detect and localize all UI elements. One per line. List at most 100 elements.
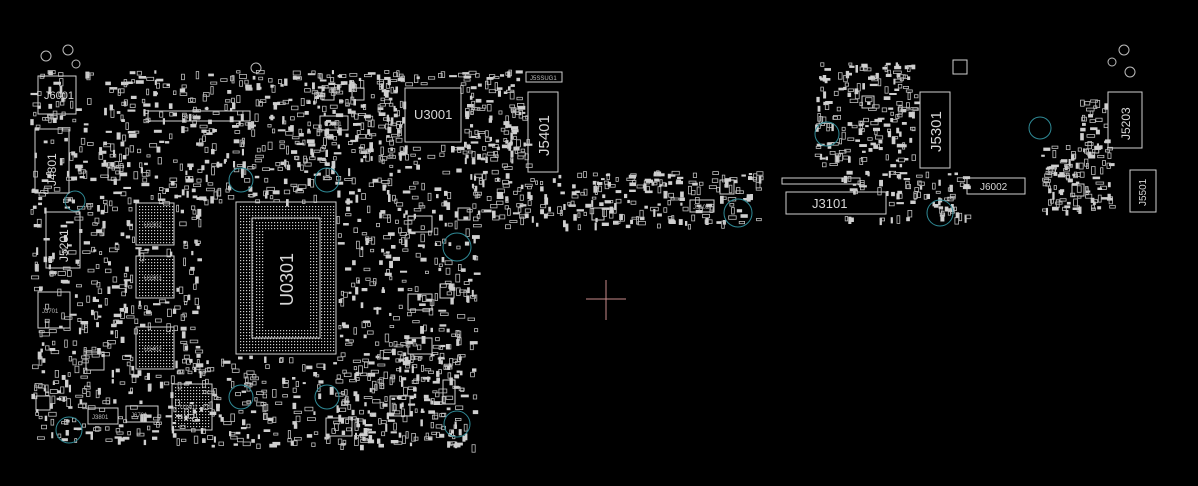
bga-ball (307, 336, 309, 338)
chip-u1301[interactable]: U1301 (135, 255, 175, 299)
smd-pad (559, 209, 563, 216)
bga-ball (151, 330, 153, 332)
bga-ball (240, 281, 242, 283)
chip-u1401[interactable]: U1401 (171, 383, 213, 431)
chip-u1402[interactable]: U1402 (135, 326, 175, 370)
connector-j3101[interactable]: J3101 (781, 177, 887, 215)
connector-j5203[interactable]: J5203 (1107, 91, 1143, 149)
smd-pad (192, 209, 197, 215)
smd-pad (503, 121, 508, 125)
connector-j5401[interactable]: J5401 (527, 91, 559, 173)
smd-pad (159, 140, 165, 143)
smd-pad (144, 162, 148, 166)
bga-ball (151, 274, 153, 276)
bga-ball (273, 209, 275, 211)
bga-ball (205, 405, 207, 407)
smd-pad (282, 394, 289, 398)
smd-pad (47, 173, 51, 179)
connector-j4801[interactable]: J4801 (34, 128, 70, 194)
bga-ball (145, 277, 147, 279)
smd-pad (291, 136, 300, 140)
bga-ball (196, 396, 198, 398)
bga-ball (324, 227, 326, 229)
bga-ball (172, 233, 174, 235)
bga-ball (187, 414, 189, 416)
bga-ball (154, 345, 156, 347)
smd-pad (567, 201, 571, 206)
bga-ball (330, 302, 332, 304)
smd-pad (335, 113, 344, 118)
smd-pad (198, 218, 202, 228)
smd-pad (218, 199, 223, 204)
bga-ball (240, 245, 242, 247)
chip-u3001[interactable]: U3001 (404, 87, 462, 143)
bga-ball (169, 236, 171, 238)
smd-pad (941, 210, 945, 217)
bga-ball (166, 351, 168, 353)
smd-pad (440, 71, 446, 78)
bga-ball (184, 396, 186, 398)
smd-pad (413, 207, 422, 212)
smd-pad (196, 178, 202, 183)
smd-pad (489, 115, 493, 121)
smd-pad (378, 84, 384, 90)
smd-pad (63, 234, 68, 242)
bga-ball (154, 218, 156, 220)
bga-ball (148, 280, 150, 282)
bga-ball (316, 300, 318, 302)
bga-ball (142, 292, 144, 294)
smd-pad (360, 302, 364, 309)
connector-j6701[interactable]: J6701 (125, 405, 159, 423)
smd-pad (382, 186, 386, 191)
smd-pad (748, 173, 753, 176)
chip-u1302[interactable]: U1302 (135, 202, 175, 246)
bga-ball (249, 347, 251, 349)
bga-ball (312, 215, 314, 217)
bga-ball (142, 354, 144, 356)
connector-j5ssug1[interactable]: J5SSUG1 (525, 71, 563, 83)
smd-pad (938, 197, 941, 206)
smd-pad (644, 178, 651, 181)
bga-ball (139, 271, 141, 273)
connector-j5201[interactable]: J5201 (45, 211, 81, 269)
chip-u2801[interactable]: U2801 (319, 115, 349, 131)
smd-pad (896, 73, 901, 78)
smd-pad (227, 90, 232, 94)
bga-ball (255, 338, 257, 340)
connector-j5501[interactable]: J5501 (1129, 169, 1157, 213)
connector-j6001[interactable]: J6001 (37, 75, 77, 115)
bga-ball (279, 350, 281, 352)
connector-j3801[interactable]: J3801 (87, 407, 119, 425)
bga-ball (324, 236, 326, 238)
smd-pad (540, 209, 544, 215)
smd-pad (156, 78, 164, 82)
bga-ball (333, 260, 335, 262)
bga-ball (321, 287, 323, 289)
connector-j5301[interactable]: J5301 (919, 91, 951, 169)
smd-pad (397, 351, 403, 356)
bga-ball (166, 342, 168, 344)
smd-pad (414, 408, 418, 413)
bga-ball (259, 306, 261, 308)
connector-j6002[interactable]: J6002 (966, 177, 1026, 195)
smd-pad (475, 185, 478, 190)
connector-j4501[interactable]: J4501 (147, 110, 251, 122)
smd-pad (147, 322, 151, 331)
smd-pad (344, 389, 348, 396)
smd-pad (844, 82, 850, 87)
smd-pad (45, 345, 50, 351)
smd-pad (489, 204, 498, 209)
connector-j3701[interactable]: J3701 (37, 291, 71, 329)
smd-pad (181, 189, 185, 196)
bga-ball (315, 347, 317, 349)
bga-ball (259, 312, 261, 314)
connector-j5102[interactable]: J5102 (689, 199, 715, 213)
bga-ball (166, 236, 168, 238)
bga-ball (298, 333, 300, 335)
chip-u0301-cpu[interactable]: U0301 (235, 201, 337, 355)
smd-pad (363, 74, 372, 78)
smd-pad (418, 205, 426, 209)
bga-ball (255, 218, 257, 220)
smd-pad (355, 194, 359, 203)
